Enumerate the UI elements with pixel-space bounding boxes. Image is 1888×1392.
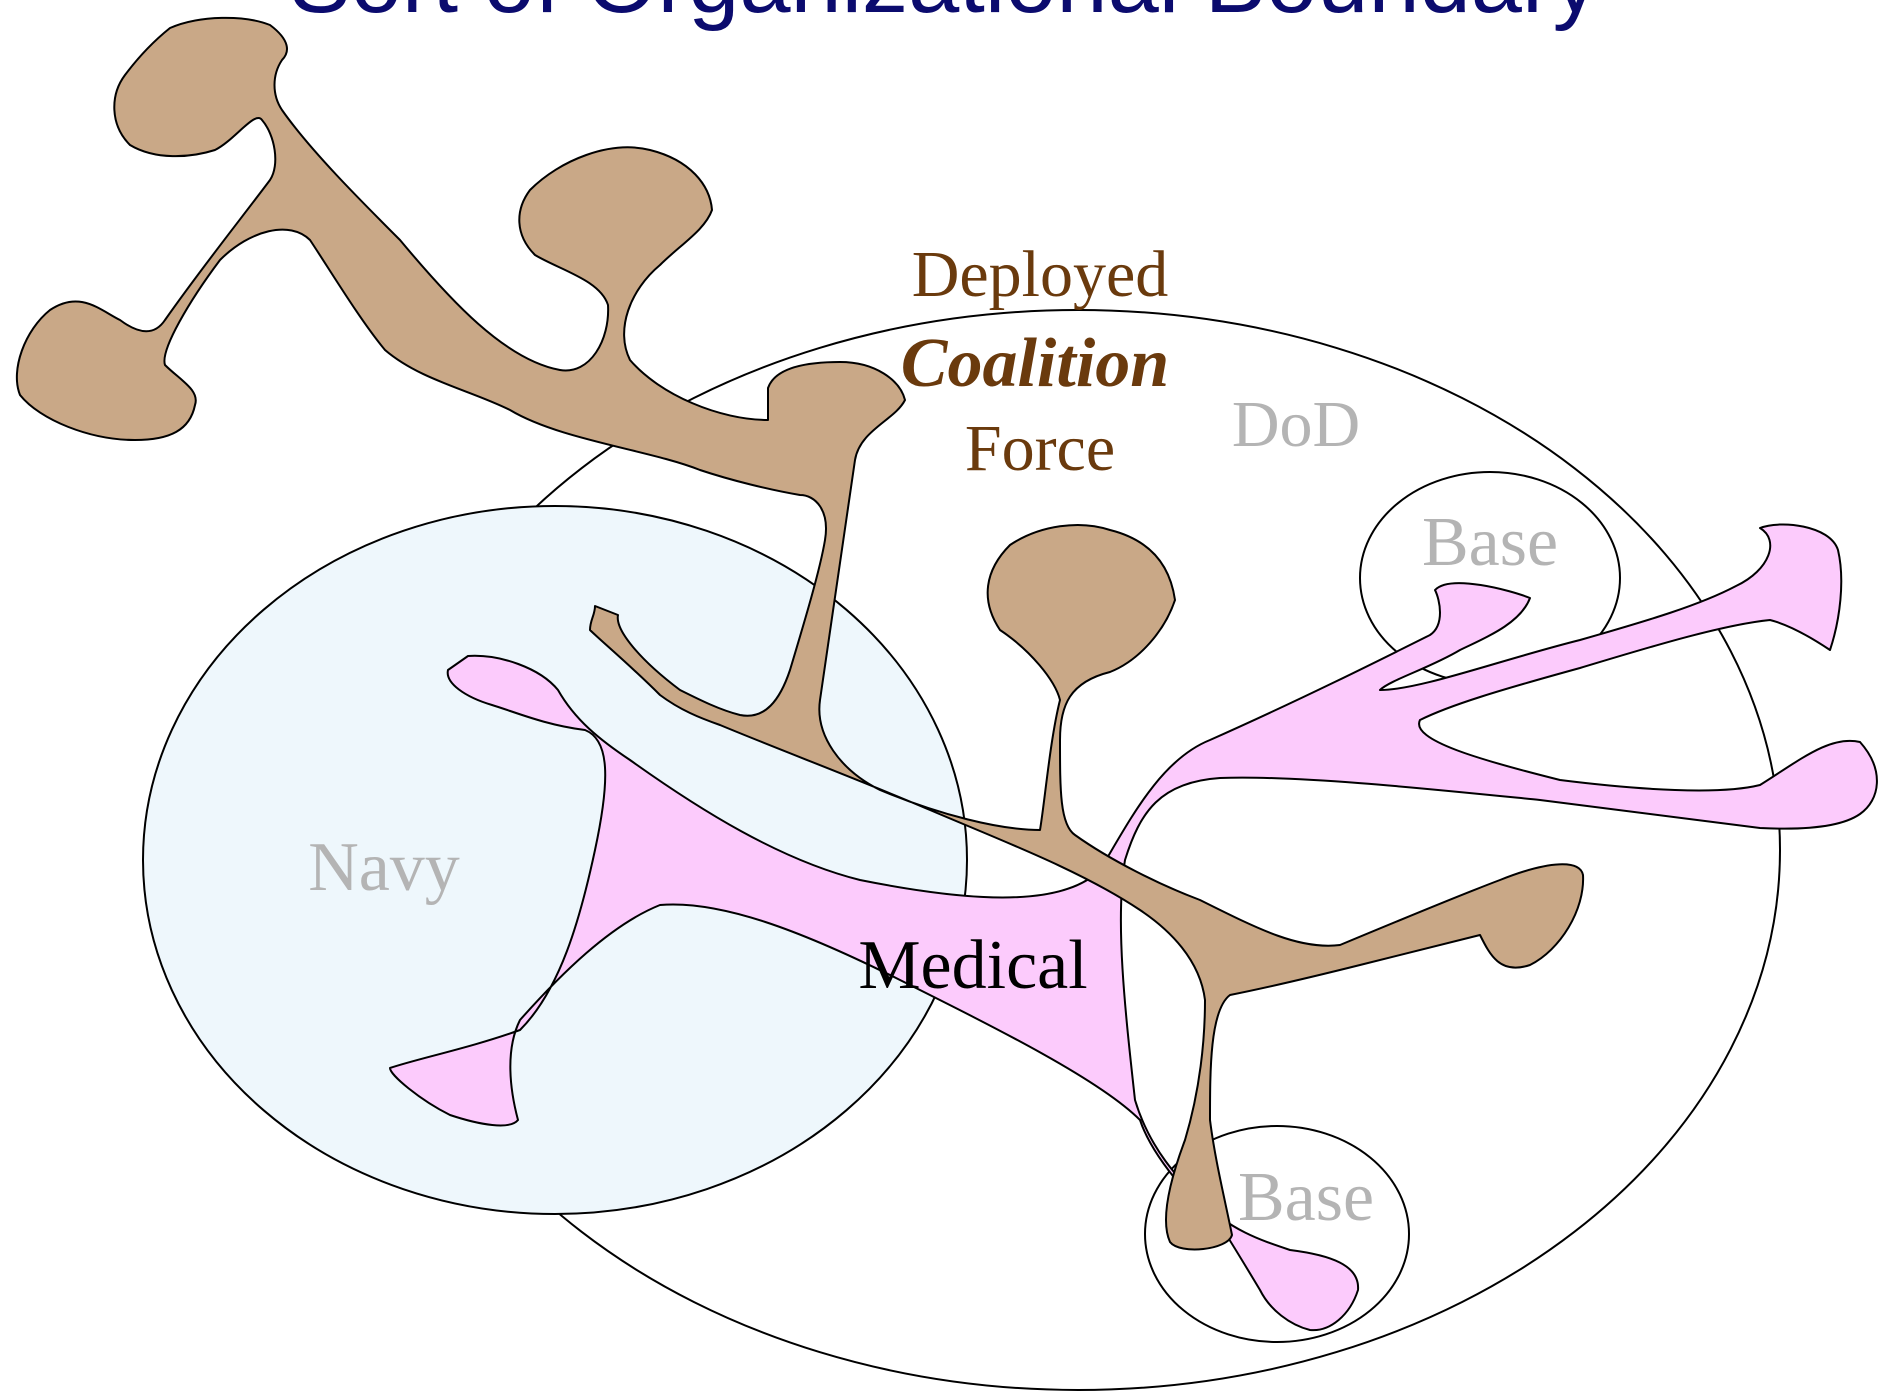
page-title: Sort of Organizational Boundary [289, 0, 1598, 32]
base-bottom-label: Base [1238, 1159, 1374, 1236]
base-top-label: Base [1422, 504, 1558, 581]
navy-label: Navy [308, 829, 460, 906]
dod-label: DoD [1232, 388, 1360, 461]
deployed-label: Deployed [912, 238, 1169, 311]
coalition-label: Coalition [901, 325, 1169, 402]
medical-label: Medical [858, 927, 1087, 1004]
navy-boundary [143, 506, 967, 1214]
force-label: Force [965, 412, 1115, 485]
